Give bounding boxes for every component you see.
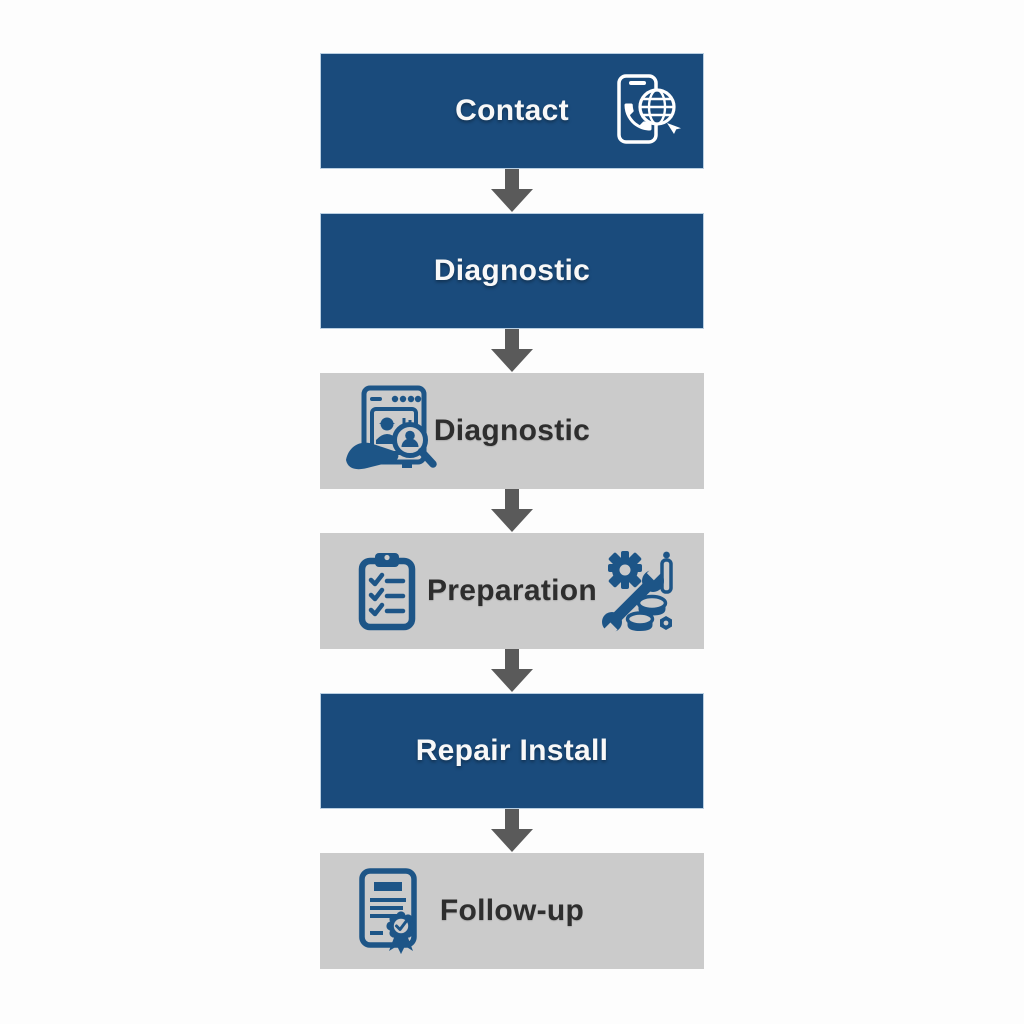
- step-label: Diagnostic: [433, 254, 591, 287]
- appliance-inspection-icon: [342, 382, 440, 480]
- flow-step-repair-install: Repair Install: [320, 693, 704, 809]
- checklist-clipboard-icon: [354, 551, 420, 631]
- step-label: Contact: [455, 94, 569, 127]
- step-label: Follow-up: [439, 894, 585, 927]
- down-arrow-icon: [489, 329, 535, 373]
- process-flow: Contact: [320, 53, 704, 969]
- certificate-document-icon: [354, 867, 426, 955]
- repair-tools-icon: [599, 546, 674, 641]
- step-label: Preparation: [426, 574, 597, 607]
- flow-step-preparation: Preparation: [320, 533, 704, 649]
- flow-step-diagnostic-blue: Diagnostic: [320, 213, 704, 329]
- down-arrow-icon: [489, 169, 535, 213]
- step-label: Repair Install: [415, 734, 609, 767]
- down-arrow-icon: [489, 809, 535, 853]
- flow-step-contact: Contact: [320, 53, 704, 169]
- flow-step-diagnostic-gray: Diagnostic: [320, 373, 704, 489]
- step-label: Diagnostic: [433, 414, 591, 447]
- down-arrow-icon: [489, 649, 535, 693]
- flow-step-follow-up: Follow-up: [320, 853, 704, 969]
- phone-globe-icon: [605, 72, 681, 150]
- down-arrow-icon: [489, 489, 535, 533]
